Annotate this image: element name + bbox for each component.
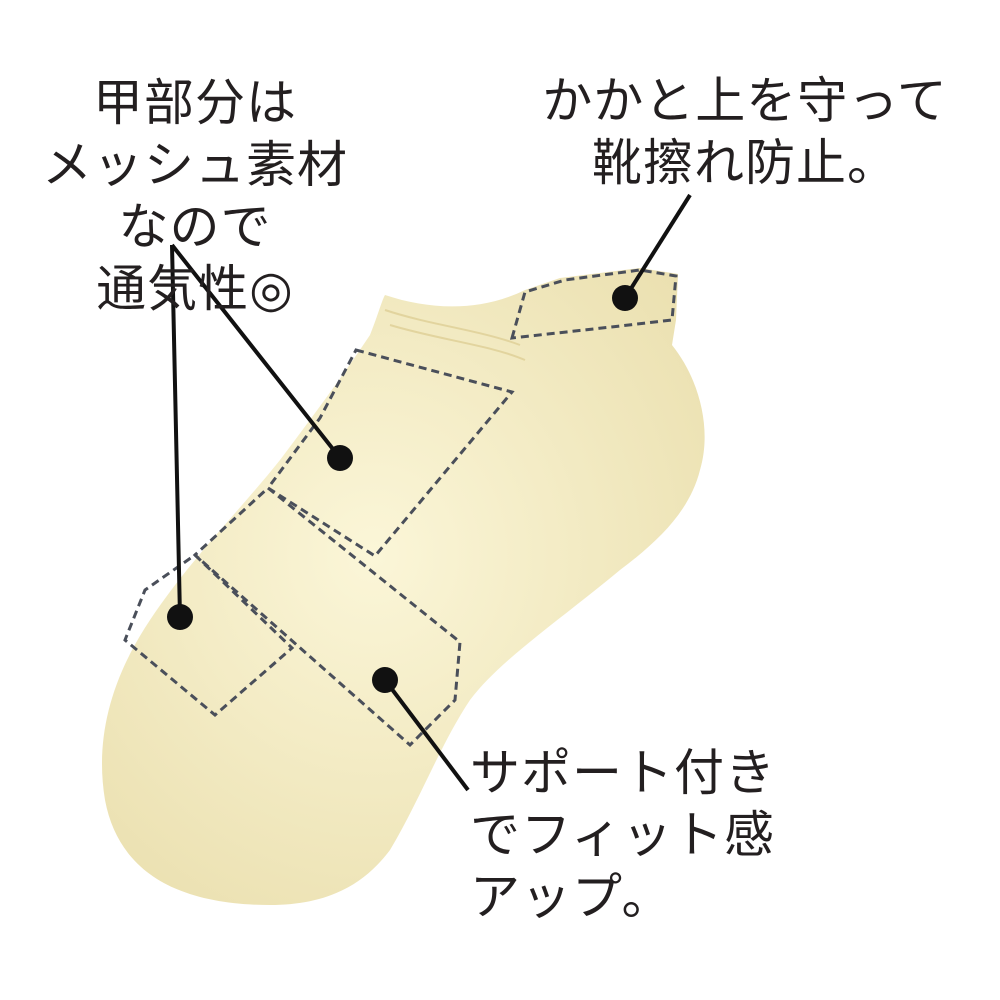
callout-line: アップ。 bbox=[470, 868, 673, 926]
heel-callout: かかと上を守って 靴擦れ防止。 bbox=[505, 70, 985, 194]
callout-line: 靴擦れ防止。 bbox=[592, 134, 898, 192]
mesh-lower-dot bbox=[167, 604, 193, 630]
callout-line: でフィット感 bbox=[470, 806, 775, 864]
mesh-upper-region bbox=[265, 348, 515, 558]
mesh-leader-line bbox=[170, 243, 342, 618]
mesh-upper-dot bbox=[327, 445, 353, 471]
mesh-callout: 甲部分は メッシュ素材 なので 通気性◎ bbox=[30, 72, 360, 320]
cuff-ribbing bbox=[384, 309, 526, 361]
callout-line: サポート付き bbox=[470, 744, 776, 802]
callout-line: なので bbox=[118, 198, 272, 256]
callout-dots bbox=[167, 285, 638, 693]
dashed-regions bbox=[123, 268, 678, 748]
callout-line: メッシュ素材 bbox=[42, 136, 348, 194]
callout-line: かかと上を守って bbox=[542, 72, 948, 130]
support-leader-line bbox=[383, 678, 470, 792]
callout-line: 甲部分は bbox=[93, 74, 297, 132]
leader-lines bbox=[170, 193, 692, 792]
heel-tab-region bbox=[509, 268, 678, 340]
sock-body bbox=[102, 268, 705, 905]
heel-leader-line bbox=[623, 193, 692, 300]
support-dot bbox=[372, 667, 398, 693]
callout-line: 通気性◎ bbox=[96, 260, 294, 318]
heel-dot bbox=[612, 285, 638, 311]
support-callout: サポート付き でフィット感 アップ。 bbox=[470, 742, 830, 928]
mesh-lower-region bbox=[123, 553, 295, 717]
